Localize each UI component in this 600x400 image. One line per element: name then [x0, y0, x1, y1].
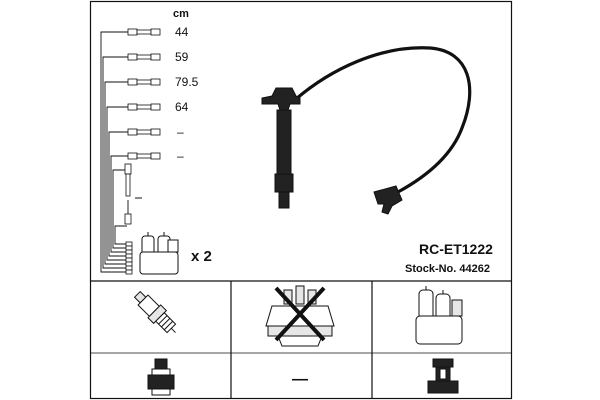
distributor-dash: —	[292, 371, 308, 388]
length-label-2: 59	[175, 50, 189, 64]
stock-number: Stock-No. 44262	[405, 263, 490, 275]
outer-frame	[89, 0, 513, 400]
part-number: RC-ET1222	[419, 241, 493, 257]
spark-plug-icon	[133, 290, 177, 334]
wire-connector-row-1	[127, 28, 161, 36]
length-label-4: 64	[175, 100, 189, 114]
spark-plug-boot	[261, 87, 301, 209]
unit-label: cm	[173, 8, 189, 20]
wire-connectors	[124, 28, 161, 275]
ignition-wire-cable	[294, 46, 472, 194]
coil-connector-icon	[427, 358, 459, 394]
length-label-5: –	[177, 125, 184, 139]
ignition-coil-icon	[415, 286, 463, 345]
wire-set-schematic	[100, 31, 129, 273]
coil-quantity: x 2	[191, 248, 212, 265]
ignition-wire-illustration	[261, 46, 472, 215]
wire-connector-row-6	[127, 152, 161, 160]
wire-connector-vertical	[124, 163, 132, 225]
wire-connector-row-5	[127, 128, 161, 136]
length-label-1: 44	[175, 25, 189, 39]
cross-line-2	[274, 286, 326, 342]
coil-pair-icon	[139, 232, 179, 275]
distributor-cap-crossed-icon	[265, 285, 335, 347]
wire-connector-row-3	[127, 78, 161, 86]
length-label-3: 79.5	[175, 75, 199, 89]
length-label-6: –	[177, 149, 184, 163]
wire-connector-row-2	[127, 53, 161, 61]
plug-connector-icon	[147, 358, 175, 396]
coil-end-boot	[373, 185, 403, 215]
wire-connector-row-4	[127, 103, 161, 111]
ring-terminals	[125, 241, 133, 275]
